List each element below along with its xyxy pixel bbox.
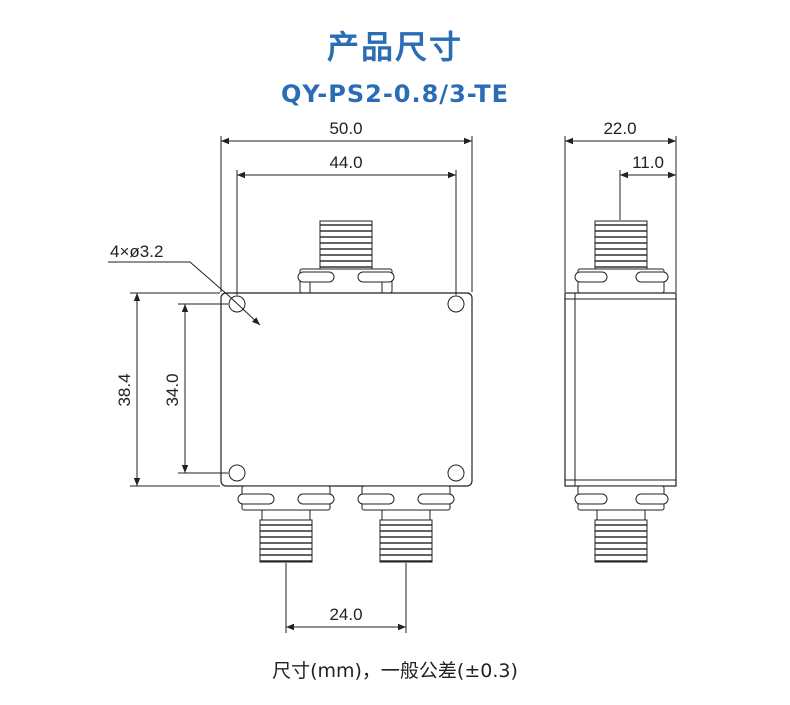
model-number: QY-PS2-0.8/3-TE [281,80,509,108]
top-connector [297,220,395,294]
bottom-connector-left [237,485,335,563]
dim-hole-spacing-y: 34.0 [163,373,182,406]
page-title: 产品尺寸 [326,28,463,66]
dim-hole-spec: 4×ø3.2 [110,242,163,261]
mount-hole-bottom-right [447,464,465,482]
dim-overall-width: 50.0 [329,119,362,138]
bottom-connector-right [357,485,455,563]
front-body [220,292,473,487]
side-top-connector [574,220,669,294]
dim-overall-height: 38.4 [115,373,134,406]
mount-hole-top-right [447,295,465,313]
dim-side-width: 22.0 [603,119,636,138]
side-bottom-connector [574,485,669,563]
mount-hole-top-left [228,295,246,313]
mount-hole-bottom-left [228,464,246,482]
tolerance-note: 尺寸(mm)，一般公差(±0.3) [272,660,518,682]
side-body [564,292,677,487]
dim-port-spacing: 24.0 [329,605,362,624]
dim-hole-spacing-x: 44.0 [329,153,362,172]
dim-side-center: 11.0 [632,153,664,172]
